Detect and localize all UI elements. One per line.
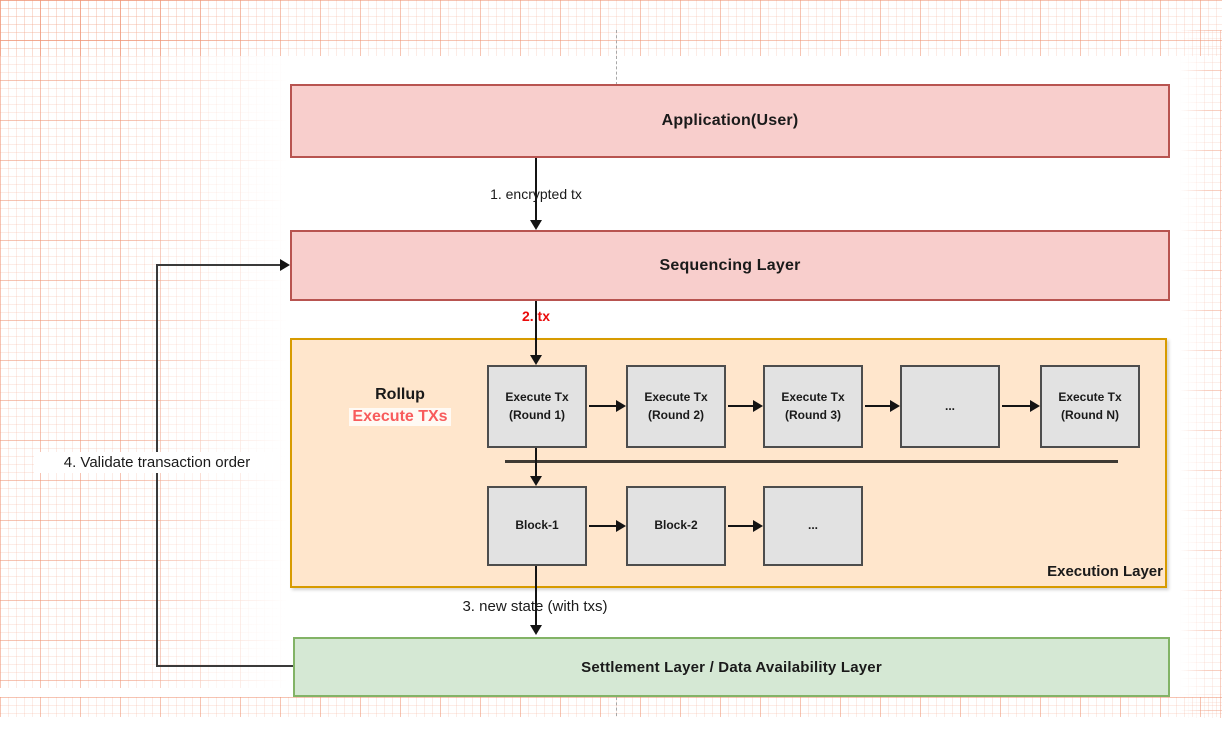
block-arrow-2-head <box>753 520 763 532</box>
block-1-box: Block-1 <box>487 486 587 566</box>
execute-to-block-arrow-line <box>535 448 537 477</box>
block-arrow-2-line <box>728 525 753 527</box>
block-ellipsis-box: ... <box>763 486 863 566</box>
block-2-box: Block-2 <box>626 486 726 566</box>
block-arrow-1-line <box>589 525 616 527</box>
step3-label: 3. new state (with txs) <box>462 598 608 615</box>
execute-arrow-4-line <box>1002 405 1030 407</box>
block-arrow-1-head <box>616 520 626 532</box>
execute-arrow-3-line <box>865 405 890 407</box>
execute-to-block-arrow-head <box>530 476 542 486</box>
step2-label: 2. tx <box>521 308 550 324</box>
execute-arrow-2-head <box>753 400 763 412</box>
step4-loop-bottom-line <box>157 665 293 667</box>
page-boundary-guide-top <box>616 30 617 85</box>
settlement-layer-label: Settlement Layer / Data Availability Lay… <box>581 658 882 676</box>
execute-tx-round2-box: Execute Tx (Round 2) <box>626 365 726 448</box>
grid-band-top <box>0 0 1222 56</box>
step4-label: 4. Validate transaction order <box>34 452 280 473</box>
execute-tx-round1-box: Execute Tx (Round 1) <box>487 365 587 448</box>
step4-loop-top-line <box>156 264 280 266</box>
rollup-subtitle: Execute TXs <box>325 408 475 426</box>
grid-band-bottom <box>0 697 1222 717</box>
execute-arrow-4-head <box>1030 400 1040 412</box>
step1-label: 1. encrypted tx <box>490 186 582 202</box>
step1-arrow-head <box>530 220 542 230</box>
step2-arrow-line <box>535 301 537 356</box>
sequencing-layer-label: Sequencing Layer <box>659 256 801 274</box>
sequencing-layer-box: Sequencing Layer <box>290 230 1170 301</box>
step3-arrow-head <box>530 625 542 635</box>
execute-arrow-1-head <box>616 400 626 412</box>
execute-tx-round3-box: Execute Tx (Round 3) <box>763 365 863 448</box>
application-layer-box: Application(User) <box>290 84 1170 158</box>
step2-arrow-head <box>530 355 542 365</box>
execution-separator-line <box>505 460 1118 463</box>
step3-arrow-line <box>535 566 537 626</box>
page-boundary-guide-bottom <box>616 697 617 716</box>
rollup-title: Rollup <box>375 386 425 403</box>
execute-arrow-2-line <box>728 405 753 407</box>
step1-arrow-line <box>535 158 537 221</box>
grid-band-left <box>0 0 292 688</box>
execute-arrow-3-head <box>890 400 900 412</box>
settlement-layer-box: Settlement Layer / Data Availability Lay… <box>293 637 1170 697</box>
execution-layer-box <box>290 338 1167 588</box>
execute-tx-ellipsis-box: ... <box>900 365 1000 448</box>
execute-tx-roundN-box: Execute Tx (Round N) <box>1040 365 1140 448</box>
execute-arrow-1-line <box>589 405 616 407</box>
grid-band-right <box>1180 30 1222 718</box>
step4-arrow-head <box>280 259 290 271</box>
execution-layer-label: Execution Layer <box>1047 563 1163 580</box>
application-layer-label: Application(User) <box>661 112 799 129</box>
